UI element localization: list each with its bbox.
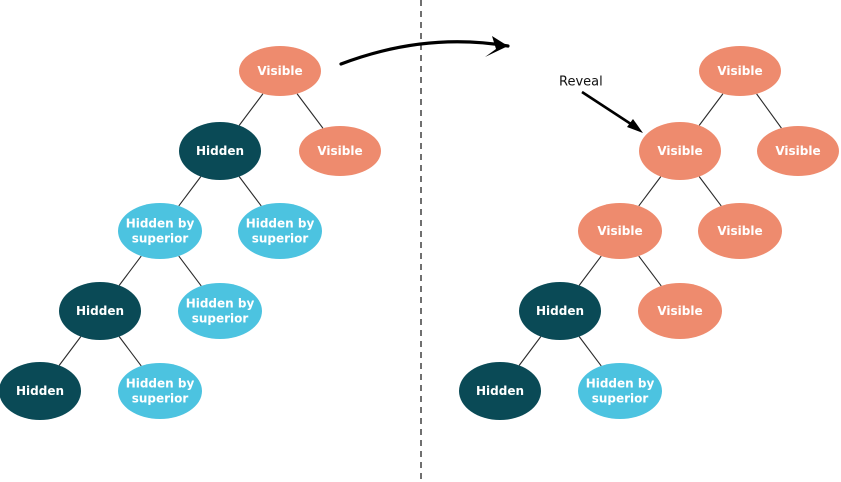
tree-node-hidden[interactable]: Hidden — [459, 362, 541, 420]
tree-edge — [638, 255, 662, 287]
node-ellipse — [757, 126, 839, 176]
reveal-arrow-head — [627, 119, 643, 133]
transition-arrow-head — [485, 36, 508, 57]
tree-node-visible[interactable]: Visible — [639, 122, 721, 180]
tree-edge — [178, 176, 202, 207]
tree-node-visible[interactable]: Visible — [699, 46, 781, 96]
reveal-annotation-label: Reveal — [559, 75, 603, 90]
tree-node-hidden[interactable]: Hidden — [0, 362, 81, 420]
node-ellipse — [639, 122, 721, 180]
tree-edge — [698, 93, 724, 126]
tree-edge — [638, 176, 662, 207]
node-ellipse — [299, 126, 381, 176]
tree-edge — [238, 93, 264, 126]
tree-edge — [178, 255, 202, 287]
node-ellipse — [699, 46, 781, 96]
tree-node-hidden[interactable]: Hidden — [519, 282, 601, 340]
node-ellipse — [698, 203, 782, 259]
left-tree-edges — [58, 93, 324, 367]
tree-edge — [58, 336, 82, 366]
tree-edge — [296, 93, 324, 129]
tree-edge — [118, 255, 142, 286]
tree-node-hidden[interactable]: Hidden — [179, 122, 261, 180]
node-ellipse — [238, 203, 322, 259]
node-ellipse — [239, 46, 321, 96]
tree-edge — [518, 336, 542, 366]
tree-node-visible[interactable]: Visible — [299, 126, 381, 176]
tree-edge — [756, 93, 782, 129]
tree-edge — [698, 176, 722, 207]
tree-node-visible[interactable]: Visible — [578, 203, 662, 259]
reveal-arrow-line — [581, 90, 638, 130]
tree-edge — [578, 255, 602, 286]
tree-node-hidden[interactable]: Hidden — [59, 282, 141, 340]
node-ellipse — [178, 283, 262, 339]
right-tree-edges — [518, 93, 782, 367]
tree-edge — [238, 176, 262, 207]
node-ellipse — [578, 363, 662, 419]
node-ellipse — [59, 282, 141, 340]
node-ellipse — [179, 122, 261, 180]
node-ellipse — [118, 203, 202, 259]
tree-edge — [578, 336, 602, 367]
node-ellipse — [638, 283, 722, 339]
node-ellipse — [578, 203, 662, 259]
tree-node-visible[interactable]: Visible — [757, 126, 839, 176]
node-ellipse — [0, 362, 81, 420]
tree-node-visible[interactable]: Visible — [698, 203, 782, 259]
tree-edge — [118, 336, 142, 367]
tree-node-visible[interactable]: Visible — [239, 46, 321, 96]
node-ellipse — [459, 362, 541, 420]
tree-node-visible[interactable]: Visible — [638, 283, 722, 339]
transition-arrow-curve — [339, 40, 510, 66]
node-ellipse — [519, 282, 601, 340]
node-ellipse — [118, 363, 202, 419]
